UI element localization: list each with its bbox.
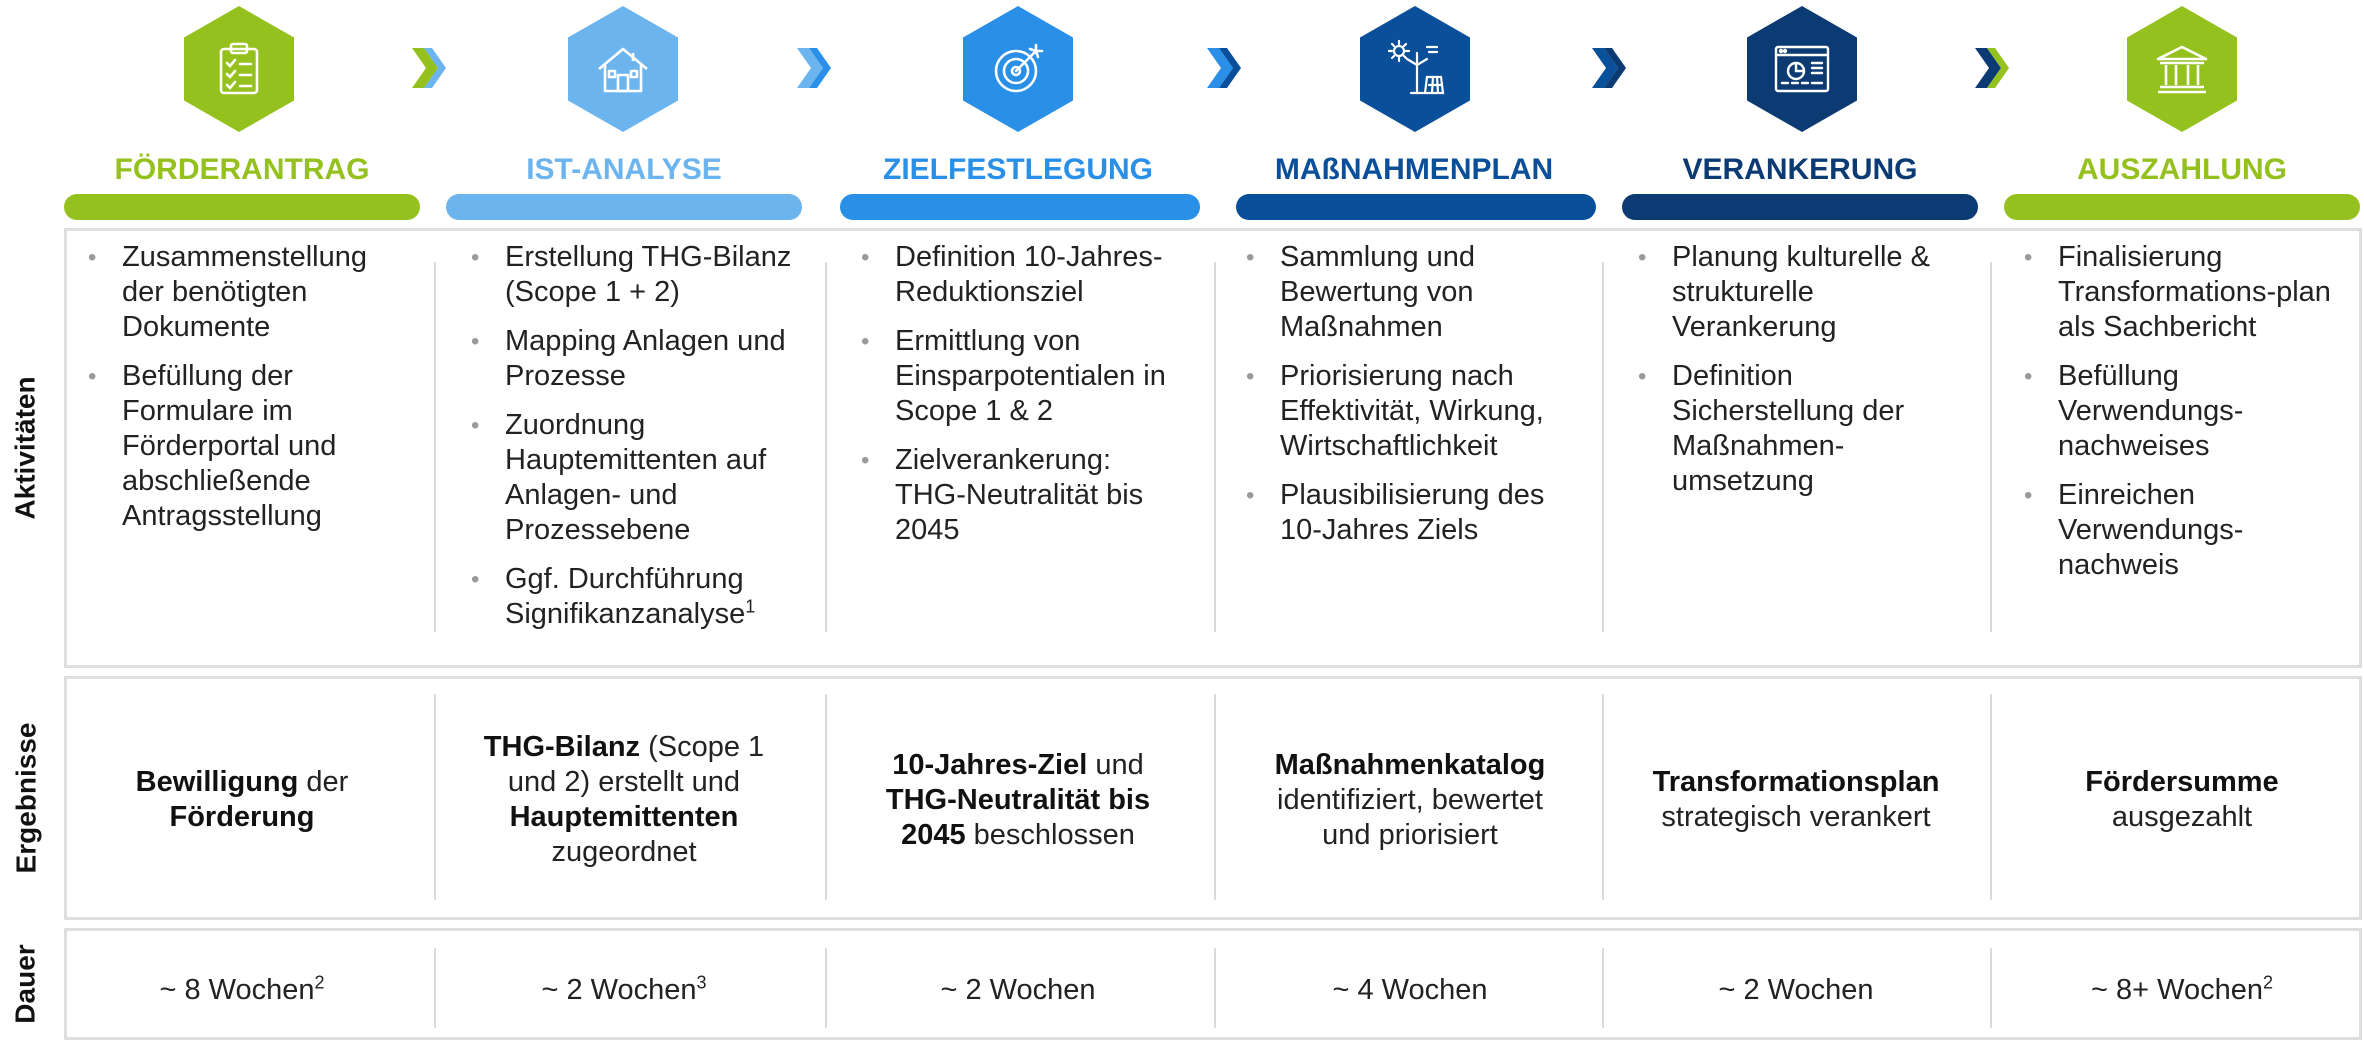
phase-1-icon bbox=[184, 6, 294, 132]
duration-6: ~ 8+ Wochen2 bbox=[2091, 972, 2273, 1006]
list-item: Zusammenstellung der benötigten Dokument… bbox=[82, 240, 412, 345]
row-label-results: Ergebnisse bbox=[10, 722, 42, 874]
clipboard-checklist-icon bbox=[219, 42, 259, 95]
result-1: Bewilligung der Förderung bbox=[135, 766, 349, 833]
phase-bar bbox=[1622, 194, 1978, 220]
row-label-duration: Dauer bbox=[10, 944, 41, 1024]
activities-col-1: Zusammenstellung der benötigten Dokument… bbox=[82, 240, 412, 548]
phase-bar bbox=[64, 194, 420, 220]
list-item: Mapping Anlagen und Prozesse bbox=[465, 324, 795, 394]
target-icon bbox=[994, 43, 1044, 93]
list-item: Definition 10-Jahres-Reduktionsziel bbox=[855, 240, 1185, 310]
result-3: 10-Jahres-Ziel und THG-Neutralität bis 2… bbox=[885, 748, 1151, 851]
phase-title: MAßNAHMENPLAN bbox=[1274, 153, 1554, 186]
results-frame bbox=[64, 676, 2362, 920]
phase-4-icon bbox=[1360, 6, 1470, 132]
phase-2-icon bbox=[568, 6, 678, 132]
phase-title: VERANKERUNG bbox=[1682, 153, 1918, 186]
result-6: Fördersumme ausgezahlt bbox=[2085, 766, 2279, 833]
phase-bar bbox=[446, 194, 802, 220]
row-label-activities: Aktivitäten bbox=[10, 376, 41, 520]
duration-2: ~ 2 Wochen3 bbox=[541, 972, 707, 1006]
list-item: Befüllung der Formulare im Förderportal … bbox=[82, 359, 412, 534]
phase-3-icon bbox=[963, 6, 1073, 132]
list-item: Priorisierung nach Effektivität, Wirkung… bbox=[1240, 359, 1570, 464]
activities-col-3: Definition 10-Jahres-Reduktionsziel Ermi… bbox=[855, 240, 1185, 562]
result-2: THG-Bilanz (Scope 1 und 2) erstellt und … bbox=[483, 731, 765, 868]
phase-bar bbox=[840, 194, 1200, 220]
phase-title: FÖRDERANTRAG bbox=[114, 153, 370, 186]
duration-4: ~ 4 Wochen bbox=[1332, 974, 1488, 1006]
result-4: Maßnahmenkatalog identifiziert, bewertet… bbox=[1274, 748, 1546, 851]
activities-frame bbox=[64, 228, 2362, 668]
activities-col-6: Finalisierung Transformations-plan als S… bbox=[2018, 240, 2348, 597]
list-item: Ggf. Durchführung Signifikanzanalyse1 bbox=[465, 562, 795, 632]
arrow-chevron-icon bbox=[410, 46, 446, 90]
phase-5-icon bbox=[1747, 6, 1857, 132]
wind-turbine-solar-icon bbox=[1387, 39, 1445, 95]
duration-frame bbox=[64, 928, 2362, 1040]
list-item: Finalisierung Transformations-plan als S… bbox=[2018, 240, 2348, 345]
dashboard-window-icon bbox=[1774, 45, 1830, 93]
activities-col-5: Planung kulturelle & strukturelle Verank… bbox=[1632, 240, 1962, 513]
activities-col-4: Sammlung und Bewertung von Maßnahmen Pri… bbox=[1240, 240, 1570, 562]
house-icon bbox=[598, 47, 648, 93]
phase-title: IST-ANALYSE bbox=[526, 153, 722, 186]
phase-6-icon bbox=[2127, 6, 2237, 132]
bank-building-icon bbox=[2156, 45, 2208, 94]
arrow-chevron-icon bbox=[795, 46, 831, 90]
list-item: Zuordnung Hauptemittenten auf Anlagen- u… bbox=[465, 408, 795, 548]
duration-5: ~ 2 Wochen bbox=[1718, 974, 1874, 1006]
phase-bar bbox=[1236, 194, 1596, 220]
list-item: Ermittlung von Einsparpotentialen in Sco… bbox=[855, 324, 1185, 429]
activities-col-2: Erstellung THG-Bilanz (Scope 1 + 2) Mapp… bbox=[465, 240, 795, 646]
arrow-chevron-icon bbox=[1590, 46, 1626, 90]
phase-title: AUSZAHLUNG bbox=[2077, 153, 2287, 186]
arrow-chevron-icon bbox=[1973, 46, 2009, 90]
list-item: Definition Sicherstellung der Maßnahmen-… bbox=[1632, 359, 1962, 499]
duration-1: ~ 8 Wochen2 bbox=[159, 972, 325, 1006]
list-item: Planung kulturelle & strukturelle Verank… bbox=[1632, 240, 1962, 345]
list-item: Plausibilisierung des 10-Jahres Ziels bbox=[1240, 478, 1570, 548]
result-5: Transformationsplan strategisch veranker… bbox=[1652, 766, 1940, 833]
phase-bar bbox=[2004, 194, 2360, 220]
arrow-chevron-icon bbox=[1205, 46, 1241, 90]
phase-title: ZIELFESTLEGUNG bbox=[883, 153, 1153, 186]
list-item: Befüllung Verwendungs-nachweises bbox=[2018, 359, 2348, 464]
list-item: Erstellung THG-Bilanz (Scope 1 + 2) bbox=[465, 240, 795, 310]
list-item: Sammlung und Bewertung von Maßnahmen bbox=[1240, 240, 1570, 345]
duration-3: ~ 2 Wochen bbox=[940, 974, 1096, 1006]
list-item: Einreichen Verwendungs-nachweis bbox=[2018, 478, 2348, 583]
list-item: Zielverankerung: THG-Neutralität bis 204… bbox=[855, 443, 1185, 548]
